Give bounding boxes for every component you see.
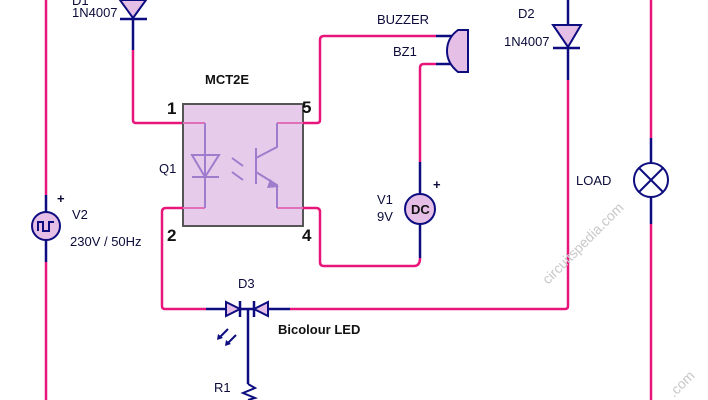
wire-d1-pin1 [131, 50, 183, 125]
pin-1-label: 1 [167, 99, 176, 118]
v2-value-label: 230V / 50Hz [70, 234, 142, 249]
ac-source-v2: + [31, 191, 65, 241]
svg-text:+: + [433, 177, 441, 192]
resistor-r1 [240, 383, 259, 400]
d2-part-label: 1N4007 [504, 34, 550, 49]
buzzer-name-label: BUZZER [377, 12, 429, 27]
buzzer-bz1 [436, 29, 469, 73]
load-label: LOAD [576, 173, 611, 188]
wire-buzzer-v1 [418, 62, 436, 162]
svg-text:+: + [57, 191, 65, 206]
light-arrow-icon [231, 157, 244, 167]
buzzer-ref-label: BZ1 [393, 44, 417, 59]
ac-wave-icon [37, 221, 54, 232]
wire-d3-d2 [290, 80, 570, 311]
photo-led-icon [190, 154, 221, 179]
d1-part-label: 1N4007 [72, 5, 118, 20]
diode-d1 [118, 0, 148, 50]
v1-ref-label: V1 [377, 192, 393, 207]
watermark-text: circuitspedia.com [539, 199, 627, 287]
bicolour-led-d3 [206, 300, 290, 384]
wire-v1-pin4 [303, 206, 422, 268]
d2-ref-label: D2 [518, 6, 535, 21]
wire-pin2-d3 [160, 206, 206, 311]
pin-5-label: 5 [302, 98, 311, 117]
optocoupler-q1 [182, 103, 304, 227]
watermark-text-2: .com [665, 367, 698, 400]
svg-text:DC: DC [411, 202, 430, 217]
pin-4-label: 4 [302, 226, 312, 245]
d1-ref-label: D1 [72, 0, 89, 8]
wire-pin5-buzzer [303, 34, 436, 125]
d3-ref-label: D3 [238, 276, 255, 291]
dc-source-v1: DC + [404, 177, 441, 225]
v1-value-label: 9V [377, 209, 393, 224]
lamp-load [633, 162, 669, 198]
pin-2-label: 2 [167, 226, 176, 245]
v2-ref-label: V2 [72, 207, 88, 222]
q1-ref-label: Q1 [159, 161, 176, 176]
r1-ref-label: R1 [214, 380, 231, 395]
d3-name-label: Bicolour LED [278, 322, 360, 337]
q1-part-label: MCT2E [205, 72, 249, 87]
diode-d2 [551, 0, 583, 80]
